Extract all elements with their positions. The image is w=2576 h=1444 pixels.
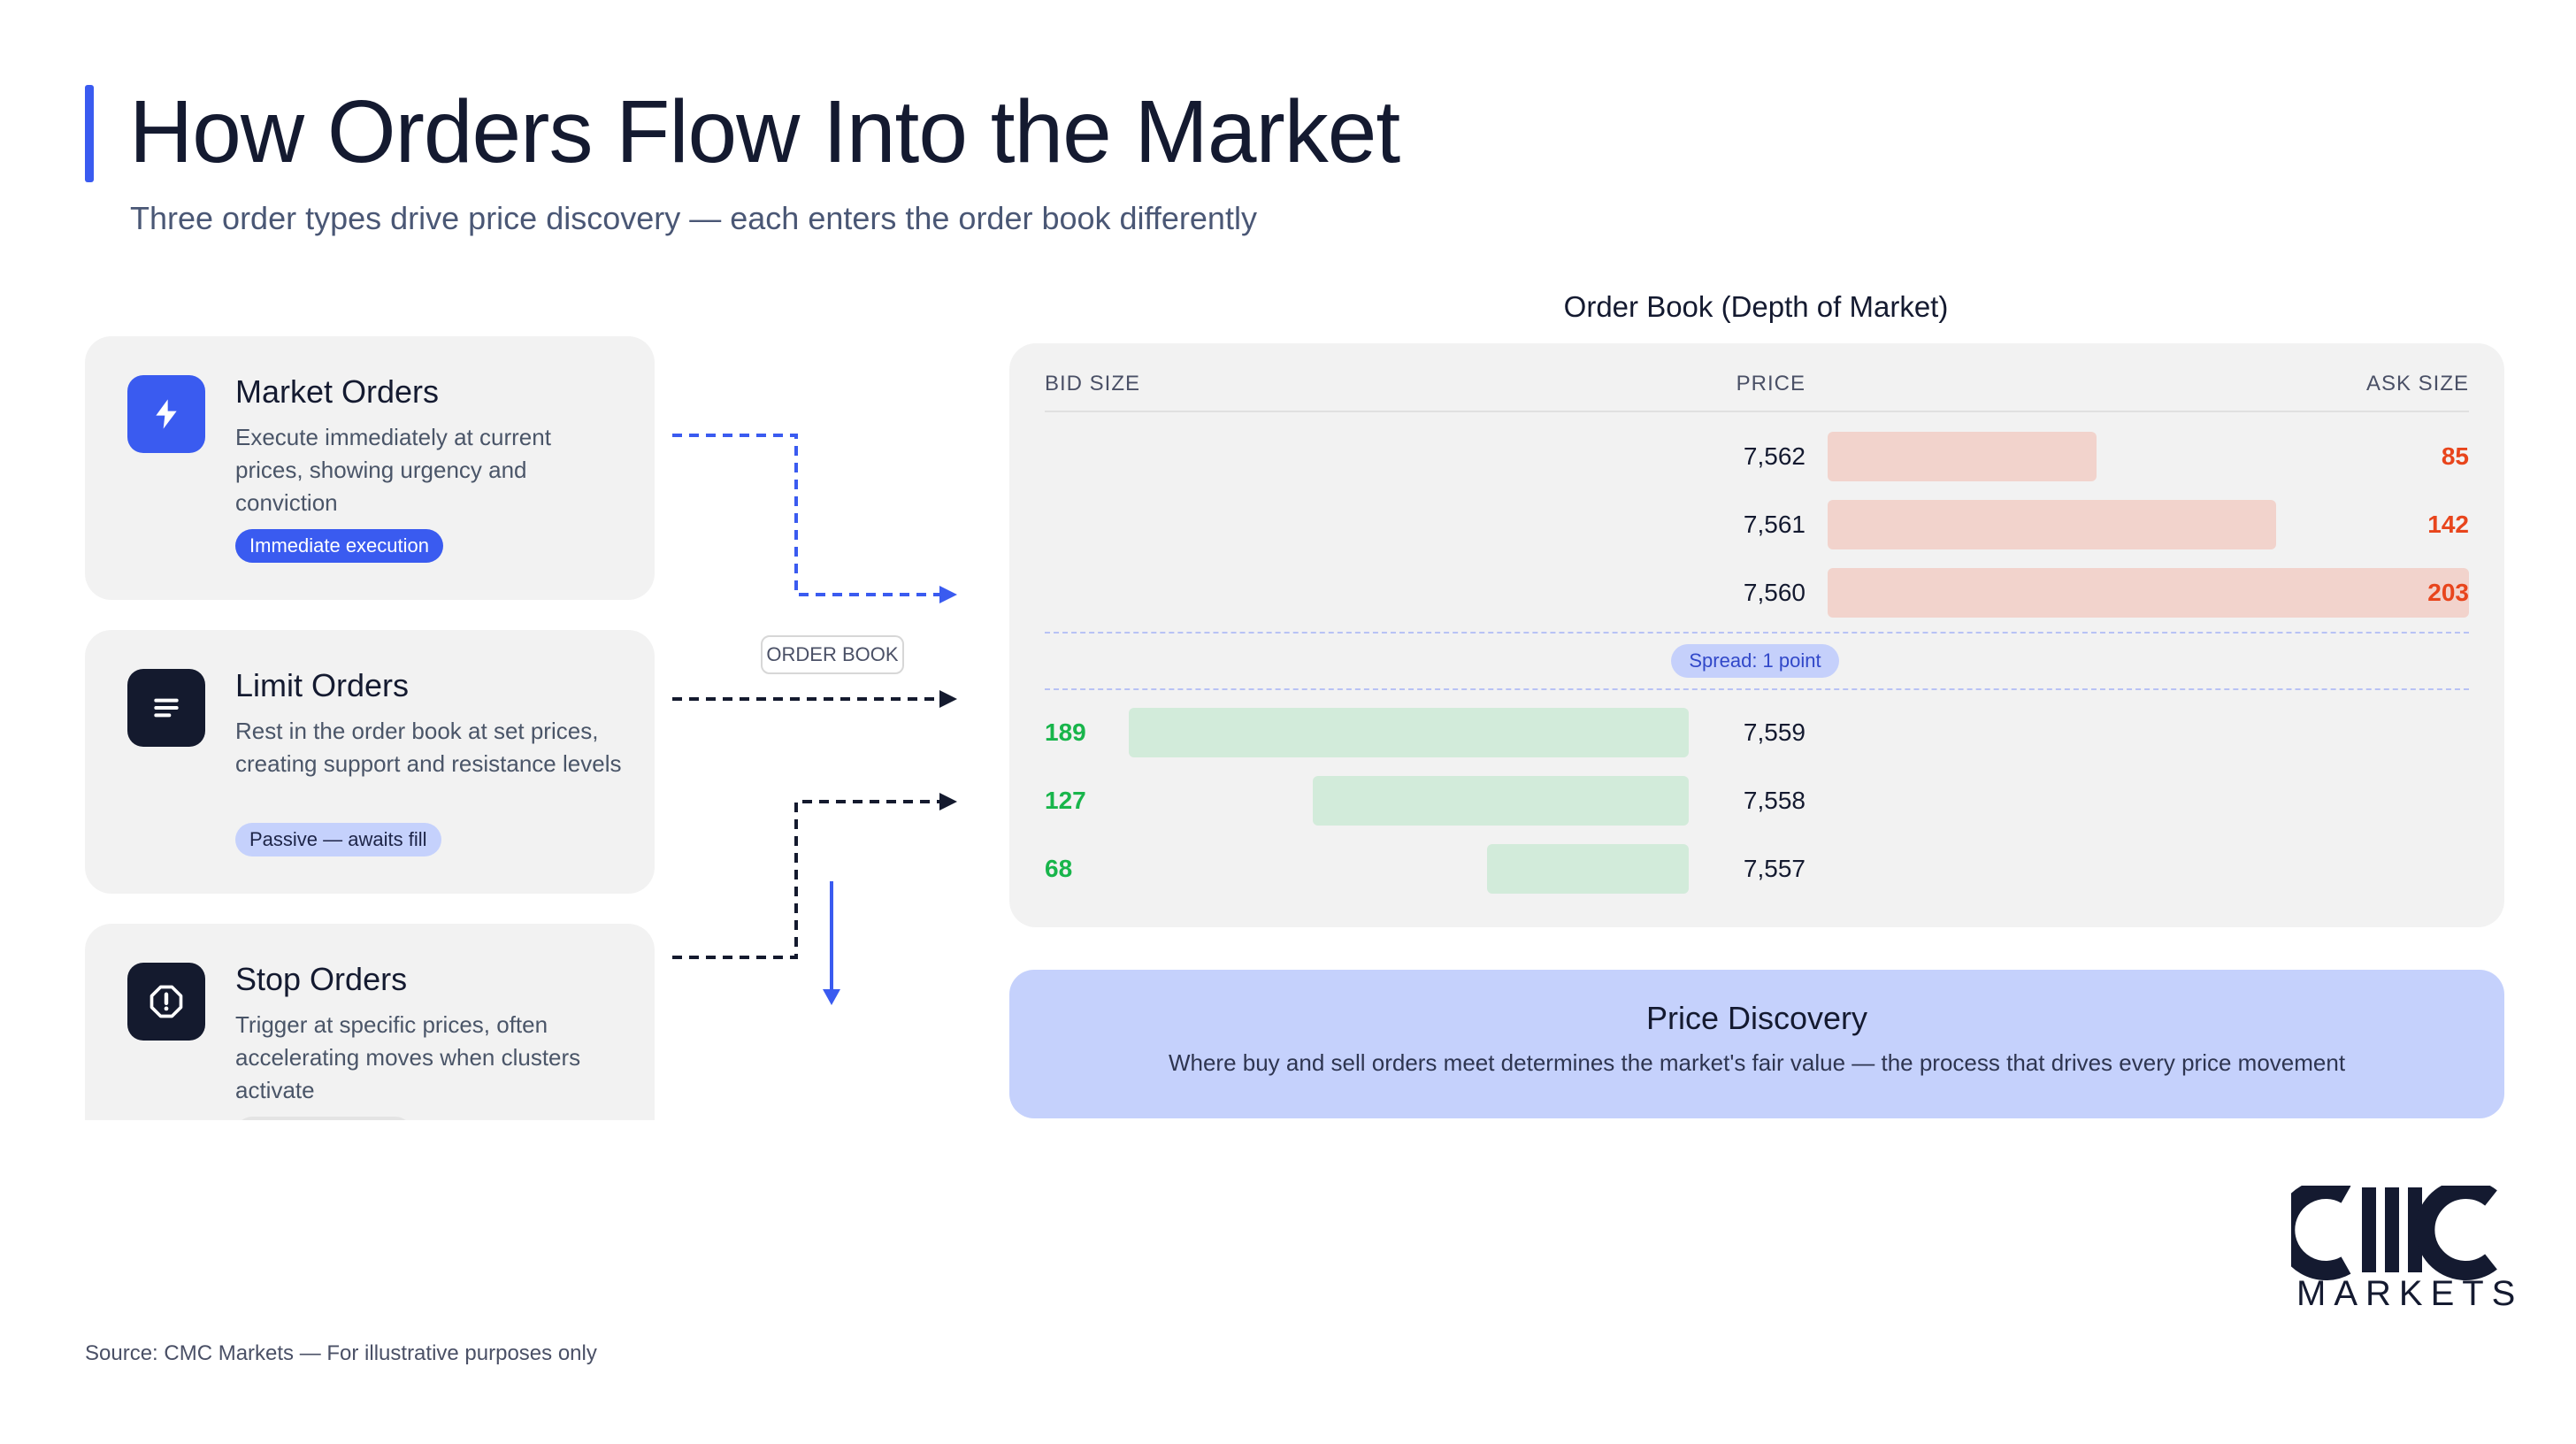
ask-depth-bar: [1828, 500, 2277, 549]
order-book-title: Order Book (Depth of Market): [1563, 290, 1949, 323]
cmc-markets-logo: [2291, 1186, 2497, 1280]
spread-badge: Spread: 1 point: [1671, 644, 1839, 678]
card-title: Market Orders: [235, 373, 440, 410]
card-description: Rest in the order book at set prices, cr…: [235, 718, 622, 777]
source-note: Source: CMC Markets — For illustrative p…: [85, 1341, 597, 1365]
bid-price: 7,558: [1743, 787, 1806, 814]
card-title: Stop Orders: [235, 961, 408, 997]
ask-size-value: 85: [2441, 442, 2469, 470]
bid-size-header: BID SIZE: [1045, 372, 1141, 396]
stop-flow-line: [672, 800, 939, 959]
price-discovery-panel: Price Discovery Where buy and sell order…: [1009, 970, 2504, 1118]
market-flow-line: [672, 434, 939, 596]
card-badge: Immediate execution: [235, 529, 443, 563]
card-badge: [235, 1117, 412, 1120]
page-title: How Orders Flow Into the Market: [129, 82, 1400, 181]
card-description: Execute immediately at current prices, s…: [235, 424, 551, 516]
card-limit-orders: Limit Orders Rest in the order book at s…: [85, 630, 655, 894]
bid-depth-bar: [1487, 844, 1689, 894]
list-icon: [154, 698, 179, 718]
title-accent-bar: [85, 85, 94, 182]
bid-price: 7,559: [1743, 718, 1806, 746]
ask-depth-bar: [1828, 568, 2469, 618]
card-description: Trigger at specific prices, often accele…: [235, 1011, 581, 1103]
arrowhead-stop: [939, 793, 957, 810]
price-discovery-description: Where buy and sell orders meet determine…: [1168, 1049, 2346, 1076]
card-icon-box: [127, 669, 205, 747]
bid-depth-bar: [1128, 708, 1689, 757]
page-subtitle: Three order types drive price discovery …: [130, 200, 1257, 236]
price-header: PRICE: [1736, 372, 1806, 396]
order-book-panel: BID SIZE PRICE ASK SIZE 7,562 85 7,561 1…: [1009, 343, 2504, 927]
arrowhead-market: [939, 586, 957, 603]
bid-depth-bar: [1312, 776, 1689, 826]
card-title: Limit Orders: [235, 667, 410, 703]
spread-divider-top: [1045, 632, 2469, 634]
ask-size-header: ASK SIZE: [2365, 372, 2469, 396]
lightning-icon: [156, 399, 177, 429]
bid-size-value: 127: [1045, 787, 1086, 814]
ask-size-value: 203: [2427, 579, 2469, 606]
ask-price: 7,562: [1743, 442, 1806, 470]
card-market-orders: Market Orders Execute immediately at cur…: [85, 336, 655, 600]
spread-divider-bottom: [1045, 688, 2469, 690]
bid-price: 7,557: [1743, 855, 1806, 882]
card-badge: Passive — awaits fill: [235, 823, 441, 856]
arrowhead-limit: [939, 690, 957, 708]
price-discovery-title: Price Discovery: [1645, 1000, 1868, 1036]
bid-size-value: 189: [1045, 718, 1086, 746]
header-divider: [1045, 411, 2469, 412]
ask-size-value: 142: [2427, 511, 2469, 538]
alert-octagon-icon: [150, 985, 183, 1018]
ask-price: 7,561: [1743, 511, 1806, 538]
ask-depth-bar: [1828, 432, 2097, 481]
order-type-cards: Market Orders Execute immediately at cur…: [85, 336, 655, 1120]
order-book-label: ORDER BOOK: [761, 635, 904, 674]
card-icon-box: [127, 963, 205, 1041]
logo-markets-text: MARKETS: [2296, 1274, 2524, 1313]
card-stop-orders: Stop Orders Trigger at specific prices, …: [85, 924, 655, 1120]
bid-size-value: 68: [1045, 855, 1073, 882]
card-icon-box: [127, 375, 205, 453]
down-arrowhead: [823, 989, 840, 1005]
ask-price: 7,560: [1743, 579, 1806, 606]
